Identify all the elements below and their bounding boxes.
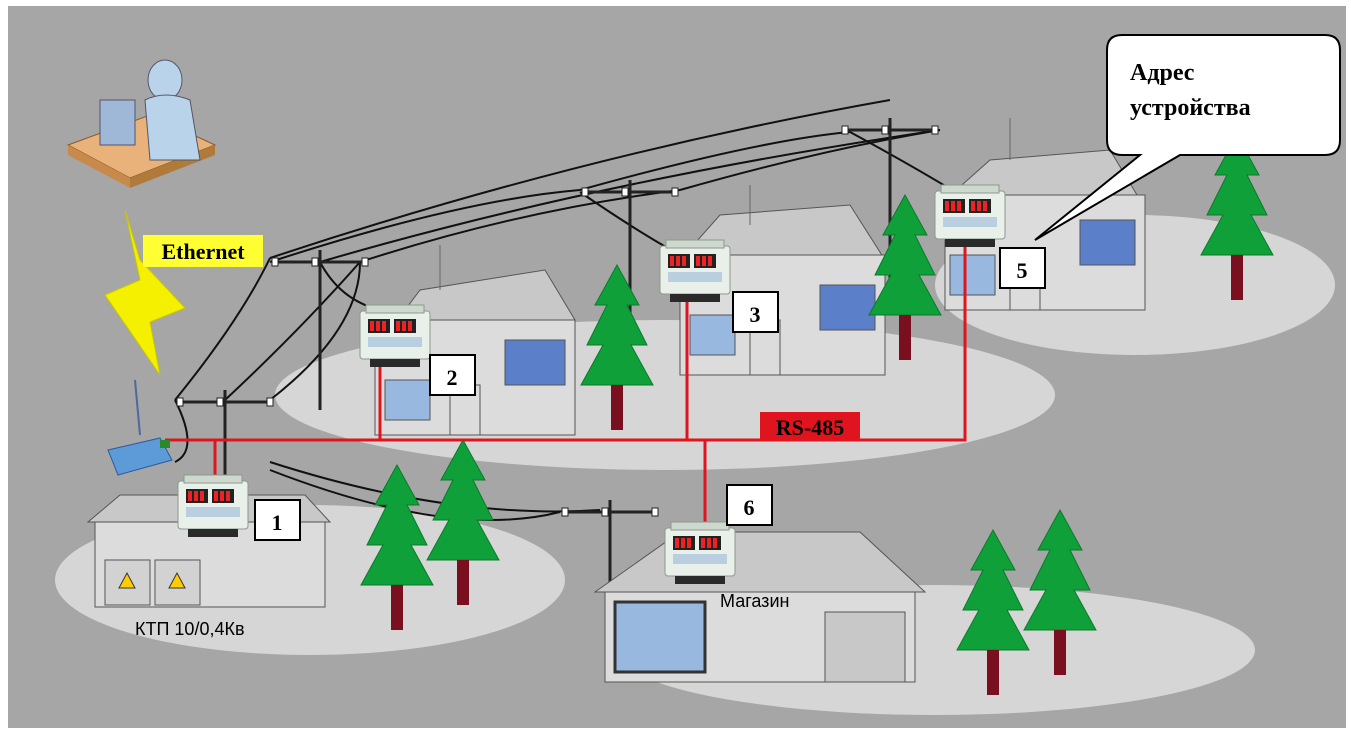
address-callout-line1: Адрес — [1130, 60, 1195, 86]
ethernet-label: Ethernet — [161, 239, 245, 264]
warning-sign-icon — [168, 571, 186, 589]
shop-label: Магазин — [720, 591, 789, 611]
address-callout-line2: устройства — [1130, 95, 1251, 121]
overhead-wires — [174, 99, 961, 521]
svg-text:5: 5 — [1017, 258, 1028, 283]
svg-text:1: 1 — [272, 510, 283, 535]
shop-building — [593, 531, 927, 683]
svg-text:3: 3 — [750, 302, 761, 327]
svg-text:6: 6 — [744, 495, 755, 520]
meter-device-icon — [359, 304, 431, 368]
device-label-3: 3 — [732, 291, 779, 333]
operator-workstation-icon — [66, 59, 217, 188]
device-label-1: 1 — [254, 499, 301, 541]
meter-device-icon — [934, 184, 1006, 248]
device-label-6: 6 — [726, 484, 773, 526]
svg-text:2: 2 — [447, 365, 458, 390]
device-label-2: 2 — [429, 354, 476, 396]
rs485-label: RS-485 — [776, 415, 844, 440]
lightning-icon — [104, 209, 186, 376]
meter-device-icon — [659, 239, 731, 303]
address-callout: Адрес устройства — [1034, 34, 1341, 241]
meter-device-icon — [664, 521, 736, 585]
substation-label: КТП 10/0,4Кв — [135, 619, 245, 639]
ethernet-converter-icon — [107, 437, 173, 476]
warning-sign-icon — [118, 571, 136, 589]
meter-device-icon — [177, 474, 249, 538]
rs485-label-bg — [760, 412, 860, 440]
ethernet-label-bg — [143, 235, 263, 267]
device-label-5: 5 — [999, 247, 1046, 289]
